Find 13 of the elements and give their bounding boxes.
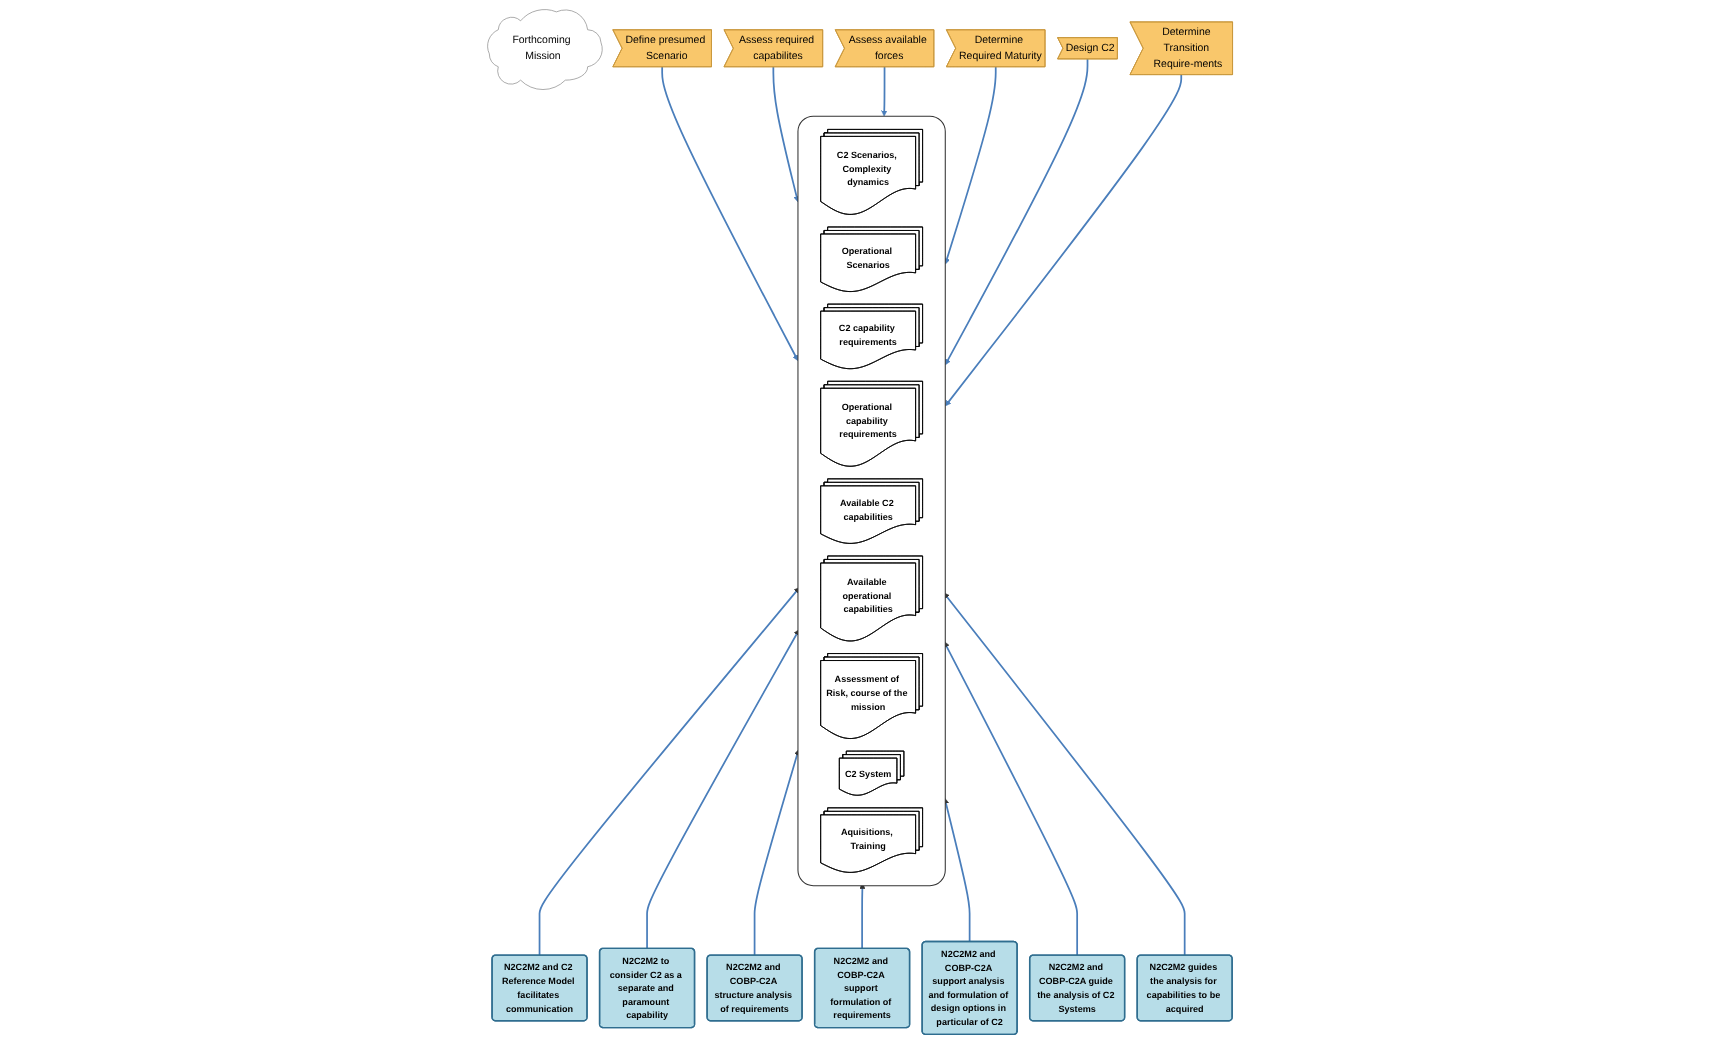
arrow bbox=[661, 65, 799, 361]
arrow bbox=[538, 587, 800, 956]
arrow bbox=[772, 65, 800, 203]
arrow bbox=[943, 592, 1186, 956]
arrow bbox=[943, 641, 1078, 956]
arrow bbox=[943, 65, 997, 265]
arrow bbox=[944, 58, 1089, 366]
arrow bbox=[944, 73, 1183, 407]
cluster bbox=[797, 115, 946, 887]
arrow bbox=[942, 797, 971, 943]
arrow bbox=[646, 629, 800, 950]
arrow bbox=[859, 882, 866, 950]
arrow bbox=[881, 65, 888, 117]
